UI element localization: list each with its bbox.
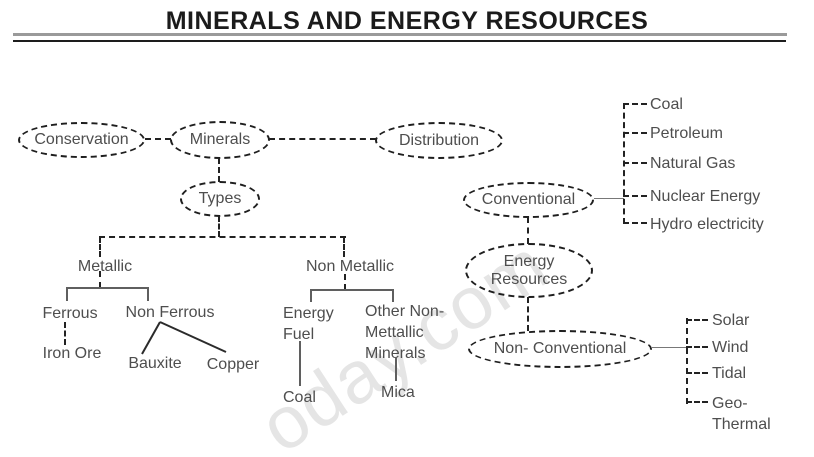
list-item-geo-line1: Geo- — [712, 395, 748, 412]
edge-conventional-bracket — [594, 198, 624, 199]
bracket-non-conventional-vertical — [686, 318, 688, 404]
bracket-tick-other — [392, 290, 394, 302]
list-item-petroleum: Petroleum — [650, 125, 723, 142]
label-iron-ore: Iron Ore — [42, 345, 102, 362]
label-metallic: Metallic — [77, 258, 133, 275]
node-minerals: Minerals — [170, 121, 270, 159]
node-non-conventional: Non- Conventional — [468, 330, 652, 368]
label-non-metallic: Non Metallic — [305, 258, 395, 275]
bracket-tick-ferrous — [66, 288, 68, 301]
label-mica: Mica — [381, 384, 415, 401]
list-item-nuclear-energy: Nuclear Energy — [650, 188, 761, 205]
label-non-ferrous: Non Ferrous — [125, 304, 215, 321]
label-copper: Copper — [206, 356, 260, 373]
label-coal: Coal — [283, 389, 316, 406]
label-other-line3: Minerals — [365, 345, 426, 362]
edge-non-conventional-bracket — [651, 347, 687, 348]
label-energy-fuel: Energy Fuel — [283, 303, 353, 345]
edge-minerals-mica — [395, 357, 397, 381]
tick-hydro-electricity — [623, 222, 647, 224]
node-non-conventional-label: Non- Conventional — [493, 340, 627, 357]
tick-coal — [623, 103, 647, 105]
edge-minerals-distribution — [269, 138, 376, 140]
edge-metallic-drop — [99, 271, 101, 288]
node-energy-resources: Energy Resources — [465, 243, 593, 298]
node-conventional: Conventional — [463, 182, 594, 218]
edge-non-metallic-drop — [344, 274, 346, 290]
list-item-wind: Wind — [712, 339, 749, 356]
edge-ferrous-iron-ore — [64, 322, 66, 345]
list-item-geo-thermal: Geo- Thermal — [712, 393, 792, 435]
label-bauxite: Bauxite — [128, 355, 182, 372]
label-other-non-metallic: Other Non- Mettallic Minerals — [365, 301, 457, 364]
node-types: Types — [180, 181, 260, 217]
node-conservation: Conservation — [18, 122, 145, 158]
non-ferrous-branch-lines — [141, 321, 227, 355]
label-other-line2: Mettallic — [365, 324, 424, 341]
edge-types-branch — [218, 216, 220, 237]
node-minerals-label: Minerals — [189, 131, 251, 148]
bracket-tick-energy-fuel — [310, 290, 312, 302]
tick-geo-thermal — [686, 401, 708, 403]
tick-petroleum — [623, 132, 647, 134]
edge-conventional-energy-resources — [527, 217, 529, 244]
edge-conservation-minerals — [145, 138, 171, 140]
node-energy-resources-line2: Resources — [490, 270, 568, 288]
tick-natural-gas — [623, 162, 647, 164]
label-energy-fuel-line2: Fuel — [283, 326, 315, 343]
node-distribution-label: Distribution — [398, 131, 480, 149]
node-distribution: Distribution — [375, 122, 503, 159]
title-underline-black — [13, 40, 786, 42]
bracket-tick-non-ferrous — [147, 288, 149, 301]
tick-nuclear-energy — [623, 195, 647, 197]
list-item-geo-line2: Thermal — [712, 416, 771, 433]
list-item-tidal: Tidal — [712, 365, 747, 382]
node-conventional-label: Conventional — [481, 191, 576, 208]
label-energy-fuel-line1: Energy — [283, 305, 334, 322]
page-title: MINERALS AND ENERGY RESOURCES — [165, 7, 649, 35]
node-conservation-label: Conservation — [34, 131, 129, 148]
label-ferrous: Ferrous — [42, 305, 98, 322]
node-types-label: Types — [198, 190, 242, 207]
label-other-line1: Other Non- — [365, 303, 445, 320]
tick-solar — [686, 319, 708, 321]
list-item-solar: Solar — [712, 312, 750, 329]
node-energy-resources-line1: Energy — [503, 252, 555, 270]
bracket-non-metallic-horizontal — [310, 289, 394, 291]
title-underline-gray — [13, 33, 787, 36]
list-item-hydro-electricity: Hydro electricity — [650, 216, 764, 233]
tick-wind — [686, 346, 708, 348]
list-item-natural-gas: Natural Gas — [650, 155, 736, 172]
bracket-drop-metallic — [99, 237, 101, 257]
tick-tidal — [686, 372, 708, 374]
bracket-metallic-horizontal — [66, 287, 149, 289]
list-item-coal: Coal — [650, 96, 683, 113]
edge-energy-fuel-coal — [299, 341, 301, 386]
bracket-drop-non-metallic — [343, 237, 345, 257]
bracket-types-horizontal — [99, 236, 346, 238]
edge-energy-resources-non-conventional — [527, 297, 529, 331]
edge-minerals-types — [218, 158, 220, 182]
